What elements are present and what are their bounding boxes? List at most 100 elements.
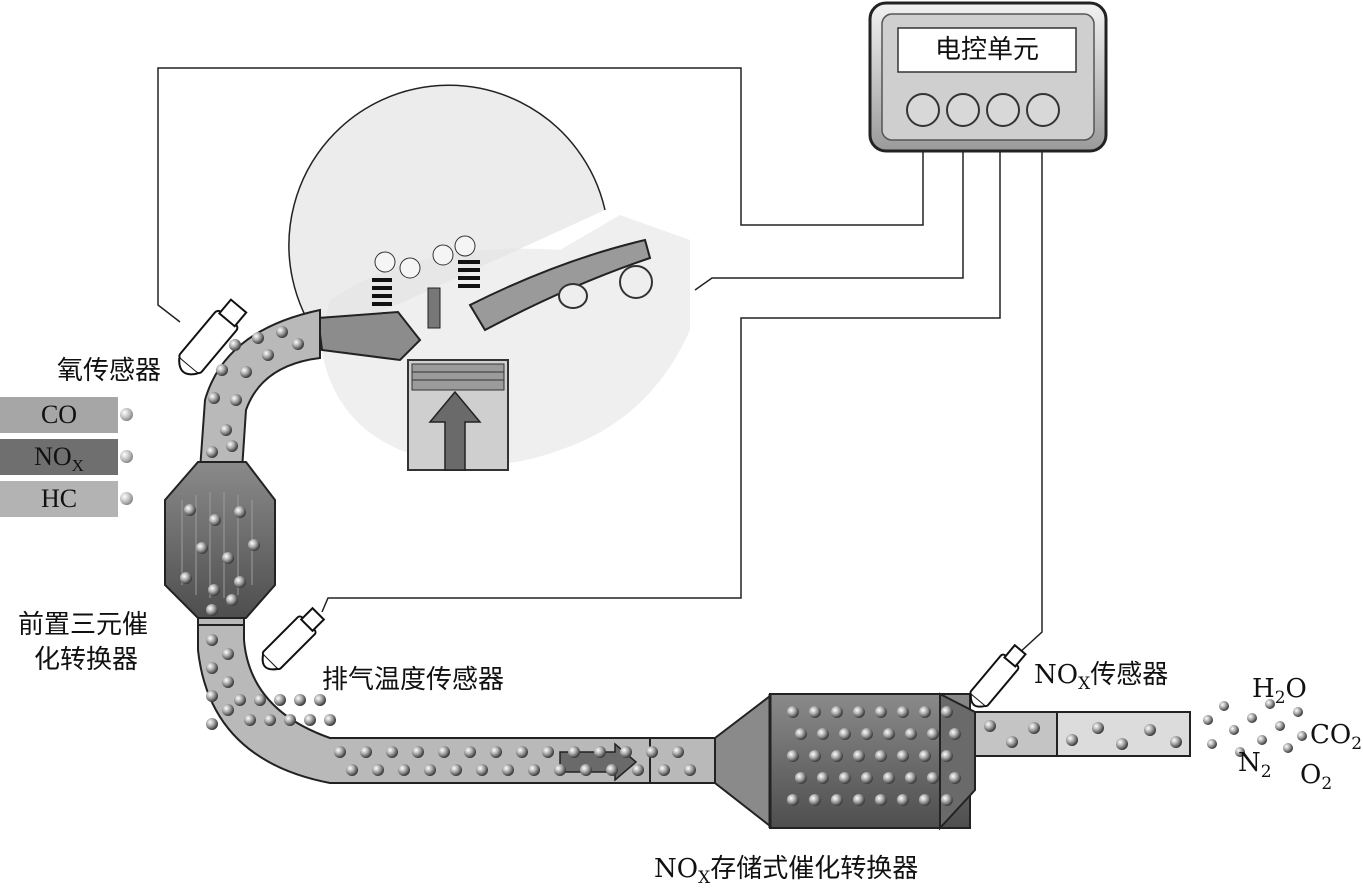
ecu-box <box>868 1 1108 153</box>
gas-particle <box>226 440 238 452</box>
gas-particle <box>882 772 895 784</box>
gas-particle <box>904 772 917 784</box>
gas-particle <box>896 750 909 762</box>
sensor-wiring <box>157 67 1043 655</box>
gas-particle <box>816 772 829 784</box>
gas-particle <box>216 364 228 376</box>
gas-particle <box>918 794 931 806</box>
gas-particle <box>568 746 580 758</box>
gas-particle <box>234 576 246 588</box>
gas-particle <box>222 552 234 564</box>
gas-particle <box>684 764 696 776</box>
nox-particle-icon <box>120 450 133 463</box>
gas-particle <box>594 746 606 758</box>
nox-sensor <box>969 643 1027 708</box>
engine-cutaway <box>288 84 690 471</box>
gas-particle <box>830 794 843 806</box>
gas-particle <box>786 706 799 718</box>
gas-particle <box>206 634 218 646</box>
gas-particle <box>528 764 540 776</box>
co-particle-icon <box>120 408 133 421</box>
gas-particle <box>794 772 807 784</box>
gas-particle <box>230 394 242 406</box>
gas-particle <box>180 572 192 584</box>
gas-particle <box>412 746 424 758</box>
gas-particle <box>672 746 684 758</box>
output-n2: N2 <box>1238 748 1272 782</box>
nox-sensor-label: NOX传感器 <box>1034 660 1169 694</box>
gas-particle <box>1144 724 1156 736</box>
oxygen-sensor <box>178 298 248 376</box>
gas-particle <box>292 338 304 350</box>
gas-particle <box>632 764 644 776</box>
hc-particle-icon <box>120 492 133 505</box>
nox-storage-catalyst <box>714 692 976 831</box>
gas-particle <box>918 706 931 718</box>
gas-particle <box>234 694 246 706</box>
gas-particle <box>918 750 931 762</box>
emitted-particle <box>1297 731 1307 741</box>
gas-particle <box>206 718 218 730</box>
gas-particle <box>808 706 821 718</box>
front-catalyst-label-line2: 化转换器 <box>34 645 139 675</box>
gas-particle <box>386 746 398 758</box>
emitted-particles <box>1203 699 1307 757</box>
gas-particle <box>838 772 851 784</box>
gas-particle <box>620 746 632 758</box>
oxygen-sensor-label: 氧传感器 <box>57 356 162 386</box>
gas-particles <box>180 326 1182 806</box>
gas-particle <box>304 714 316 726</box>
gas-particle <box>206 604 218 616</box>
gas-particle <box>874 794 887 806</box>
gas-particle <box>208 392 220 404</box>
gas-particle <box>222 676 234 688</box>
gas-particle <box>646 746 658 758</box>
exhaust-temperature-sensor <box>261 606 326 671</box>
gas-particle <box>346 764 358 776</box>
gas-particle <box>984 720 996 732</box>
gas-particle <box>476 764 488 776</box>
gas-particle <box>450 764 462 776</box>
gas-particle <box>1116 738 1128 750</box>
gas-particle <box>360 746 372 758</box>
gas-particle <box>229 339 241 351</box>
gas-particle <box>1006 736 1018 748</box>
gas-particle <box>276 326 288 338</box>
gas-particle <box>220 424 232 436</box>
gas-particle <box>314 694 326 706</box>
gas-particle <box>874 706 887 718</box>
gas-particle <box>222 704 234 716</box>
gas-particle <box>226 594 238 606</box>
gas-particle <box>324 714 336 726</box>
gas-particle <box>658 764 670 776</box>
gas-particle <box>896 794 909 806</box>
gas-particle <box>284 714 296 726</box>
emitted-particle <box>1283 743 1293 753</box>
output-co2: CO2 <box>1310 720 1363 754</box>
gas-particle <box>424 764 436 776</box>
gas-particle <box>860 728 873 740</box>
gas-particle <box>838 728 851 740</box>
emitted-particle <box>1257 735 1267 745</box>
exhaust-temp-sensor-label: 排气温度传感器 <box>322 665 505 695</box>
gas-particle <box>248 539 260 551</box>
gas-particle <box>274 694 286 706</box>
emitted-particle <box>1207 739 1217 749</box>
gas-particle <box>830 706 843 718</box>
gas-particle <box>262 349 274 361</box>
gas-particle <box>206 690 218 702</box>
gas-particle <box>252 332 264 344</box>
gas-particle <box>926 728 939 740</box>
nox-catalyst-label: NOX存储式催化转换器 <box>654 854 919 888</box>
emitted-particle <box>1203 715 1213 725</box>
front-three-way-catalyst <box>164 461 276 619</box>
gas-particle <box>234 506 246 518</box>
emitted-particle <box>1247 713 1257 723</box>
gas-particle <box>334 746 346 758</box>
tail-pipe <box>974 711 1191 757</box>
gas-particle <box>926 772 939 784</box>
gas-particle <box>372 764 384 776</box>
gas-particle <box>209 514 221 526</box>
gas-particle <box>516 746 528 758</box>
gas-particle <box>464 746 476 758</box>
